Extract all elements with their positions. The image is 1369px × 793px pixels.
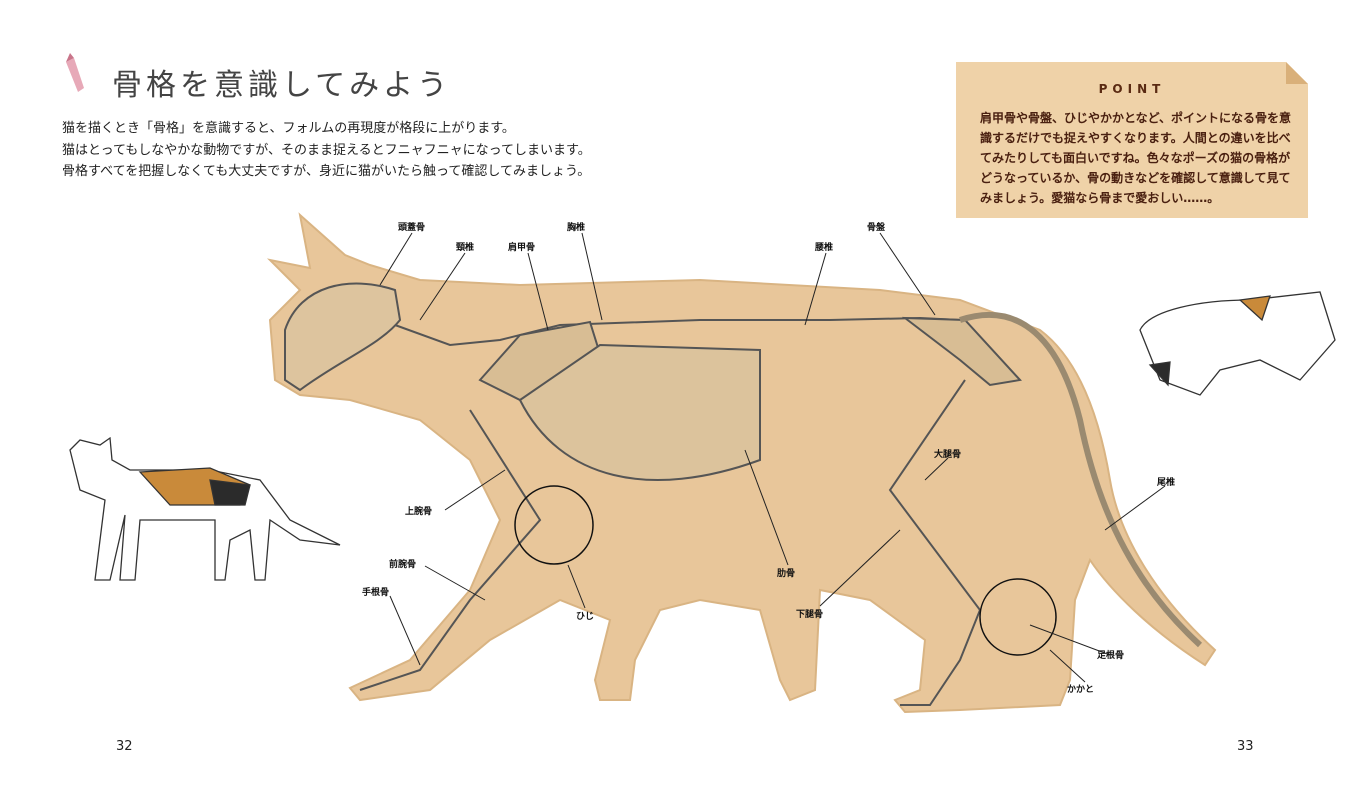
page-number-left: 32 [116, 739, 133, 754]
label-cervical: 頸椎 [456, 243, 475, 253]
label-caudal: 尾椎 [1157, 478, 1176, 488]
skeleton [284, 282, 1203, 706]
calico-cat-rolling [1139, 291, 1336, 396]
label-lumbar: 腰椎 [815, 243, 834, 253]
label-skull: 頭蓋骨 [398, 223, 426, 233]
point-title: POINT [1098, 82, 1166, 96]
label-tibia: 下腿骨 [796, 610, 824, 620]
intro-line: 骨格すべてを把握しなくても大丈夫ですが、身近に猫がいたら触って確認してみましょう… [62, 164, 591, 179]
intro-text: 猫を描くとき「骨格」を意識すると、フォルムの再現度が格段に上がります。 猫はとっ… [62, 118, 591, 183]
calico-cat-walking [69, 436, 341, 581]
label-heel: かかと [1067, 685, 1095, 695]
point-body: 肩甲骨や骨盤、ひじやかかとなど、ポイントになる骨を意識するだけでも捉えやすくなり… [980, 111, 1292, 205]
intro-line: 猫はとってもしなやかな動物ですが、そのまま捉えるとフニャフニャになってしまいます… [62, 142, 591, 158]
front-leg [359, 409, 542, 691]
label-scapula: 肩甲骨 [508, 243, 536, 253]
tail [959, 312, 1203, 648]
elbow-circle [514, 485, 594, 565]
pencil-icon [66, 53, 84, 92]
page-title: 骨格を意識してみよう [112, 68, 452, 103]
label-elbow: ひじ [576, 612, 595, 622]
pelvis [901, 316, 1022, 387]
label-carpal: 手根骨 [362, 588, 390, 598]
label-pelvis: 骨盤 [867, 223, 886, 233]
hind-leg [888, 379, 982, 706]
skull [284, 282, 402, 392]
label-femur: 大腿骨 [934, 450, 962, 460]
ribcage [518, 343, 761, 481]
label-ribs: 肋骨 [777, 569, 796, 579]
point-box [956, 62, 1308, 218]
label-tarsal: 足根骨 [1097, 651, 1125, 661]
heel-circle [979, 578, 1057, 656]
page-number-right: 33 [1237, 739, 1254, 754]
label-thoracic: 胸椎 [567, 223, 586, 233]
leader-lines [379, 232, 1166, 683]
intro-line: 猫を描くとき「骨格」を意識すると、フォルムの再現度が格段に上がります。 [62, 121, 515, 136]
label-humerus: 上腕骨 [405, 507, 433, 517]
label-forearm: 前腕骨 [389, 560, 417, 570]
